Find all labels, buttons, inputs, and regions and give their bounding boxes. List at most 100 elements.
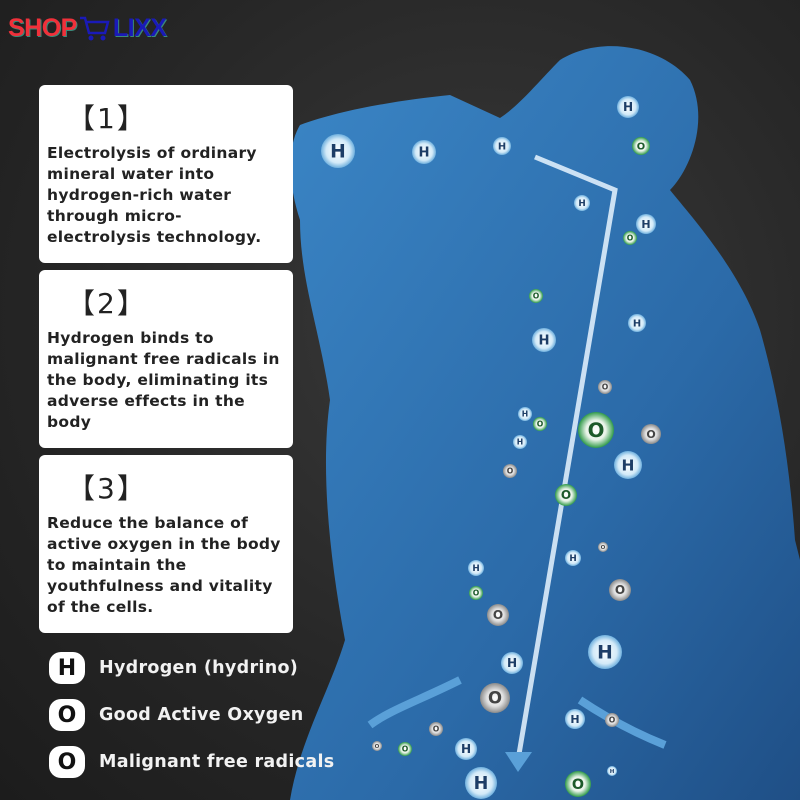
free-radical-particle: [641, 424, 661, 444]
good-oxygen-particle: [469, 586, 483, 600]
hydrogen-icon: H: [49, 652, 85, 684]
free-radical-particle: [372, 741, 382, 751]
step-number: 【1】: [67, 102, 147, 135]
free-radical-particle: [605, 713, 619, 727]
hydrogen-particle: [607, 766, 617, 776]
particle-symbol: O: [646, 428, 655, 441]
legend-hydrogen: H Hydrogen (hydrino): [49, 652, 298, 684]
particle-symbol: O: [433, 725, 440, 734]
step-card-2: 【2】 Hydrogen binds to malignant free rad…: [39, 270, 293, 448]
free-radical-particle: [598, 542, 608, 552]
good-oxygen-particle: [533, 417, 547, 431]
particle-symbol: O: [561, 488, 571, 502]
good-oxygen-particle: [565, 771, 591, 797]
particle-symbol: O: [615, 583, 625, 597]
good-oxygen-particle: [398, 742, 412, 756]
free-radical-particle: [598, 380, 612, 394]
legend-label: Good Active Oxygen: [99, 705, 304, 725]
particle-symbol: H: [569, 554, 576, 564]
particle-symbol: H: [597, 642, 613, 663]
particle-symbol: H: [522, 410, 528, 419]
particle-symbol: H: [570, 713, 579, 726]
brand-logo: SHOP LIXX: [8, 14, 167, 43]
particle-symbol: H: [461, 742, 471, 756]
good-oxygen-particle: [555, 484, 577, 506]
particle-symbol: O: [473, 589, 480, 598]
good-oxygen-particle: [632, 137, 650, 155]
hydrogen-particle: [614, 451, 642, 479]
free-radical-particle: [487, 604, 509, 626]
particle-symbol: O: [402, 745, 409, 754]
step-card-1: 【1】 Electrolysis of ordinary mineral wat…: [39, 85, 293, 263]
hydrogen-particle: [455, 738, 477, 760]
hydrogen-particle: [636, 214, 656, 234]
particle-symbol: O: [375, 744, 380, 750]
hydrogen-particle: [513, 435, 527, 449]
hydrogen-particle: [574, 195, 590, 211]
particle-symbol: H: [498, 141, 506, 152]
hydrogen-particle: [565, 550, 581, 566]
particle-symbol: O: [637, 141, 645, 152]
particle-symbol: H: [474, 774, 489, 794]
free-radical-icon: O: [49, 746, 85, 778]
water-flow-arrow: [515, 154, 618, 761]
good-oxygen-icon: O: [49, 699, 85, 731]
hydrogen-particle: [565, 709, 585, 729]
particle-symbol: H: [623, 100, 633, 114]
legend-label: Hydrogen (hydrino): [99, 658, 299, 678]
free-radical-particle: [503, 464, 517, 478]
hydrogen-particle: [532, 328, 556, 352]
particle-symbol: H: [472, 564, 479, 574]
step-text: Hydrogen binds to malignant free radical…: [47, 329, 280, 431]
particle-symbol: O: [488, 689, 502, 708]
particle-symbol: O: [533, 292, 540, 301]
hydrogen-particle: [465, 767, 497, 799]
flow-arrow-left: [367, 676, 462, 729]
hydrogen-particle: [501, 652, 523, 674]
step-card-3: 【3】 Reduce the balance of active oxygen …: [39, 455, 293, 633]
particle-symbol: O: [601, 545, 606, 551]
free-radical-particle: [480, 683, 510, 713]
particle-symbol: H: [538, 334, 549, 349]
hydrogen-particle: [617, 96, 639, 118]
particle-symbol: H: [641, 218, 650, 231]
good-oxygen-particle: [529, 289, 543, 303]
particle-symbol: O: [602, 383, 609, 392]
hydrogen-particle: [468, 560, 484, 576]
good-oxygen-particle: [578, 412, 614, 448]
free-radical-particle: [429, 722, 443, 736]
hydrogen-particle: [518, 407, 532, 421]
legend-label: Malignant free radicals: [99, 752, 335, 772]
step-text: Electrolysis of ordinary mineral water i…: [47, 144, 262, 246]
particle-symbol: H: [418, 146, 429, 161]
legend-free-radicals: O Malignant free radicals: [49, 746, 334, 778]
legend-good-oxygen: O Good Active Oxygen: [49, 699, 304, 731]
free-radical-particle: [609, 579, 631, 601]
particle-symbol: O: [609, 716, 616, 725]
hydrogen-particle: [588, 635, 622, 669]
particle-symbol: H: [507, 656, 517, 670]
particle-symbol: O: [572, 777, 584, 793]
shopping-cart-icon: [79, 16, 110, 40]
particle-symbol: H: [622, 456, 635, 474]
particle-symbol: H: [578, 199, 585, 209]
hydrogen-particle: [412, 140, 436, 164]
particle-symbol: O: [588, 419, 605, 442]
logo-text-left: SHOP: [8, 14, 77, 42]
particle-symbol: H: [517, 438, 523, 447]
hydrogen-particle: [321, 134, 355, 168]
logo-text-right: LIXX: [112, 14, 167, 42]
particle-symbol: O: [507, 467, 514, 476]
step-number: 【2】: [67, 287, 147, 320]
flow-arrow-right: [577, 696, 667, 749]
particle-symbol: H: [610, 769, 615, 775]
hydrogen-particle: [493, 137, 511, 155]
particle-symbol: O: [537, 420, 544, 429]
particle-symbol: O: [493, 608, 503, 622]
step-text: Reduce the balance of active oxygen in t…: [47, 514, 281, 616]
hydrogen-particle: [628, 314, 646, 332]
good-oxygen-particle: [623, 231, 637, 245]
step-number: 【3】: [67, 472, 147, 505]
particle-symbol: O: [627, 234, 634, 243]
